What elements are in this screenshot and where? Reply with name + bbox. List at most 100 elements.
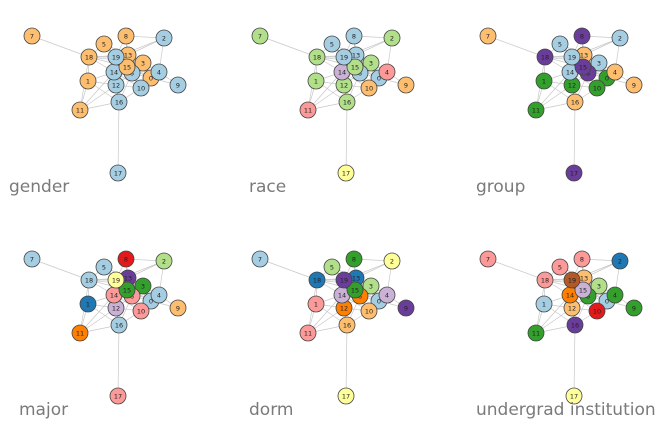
node-label: 19 bbox=[568, 53, 576, 61]
node-circle bbox=[323, 35, 341, 53]
node-label: 3 bbox=[597, 282, 601, 290]
node-label: 12 bbox=[340, 304, 348, 312]
node-circle bbox=[590, 277, 608, 295]
graph-node: 11 bbox=[527, 101, 545, 119]
graph-node: 19 bbox=[107, 271, 125, 289]
node-label: 8 bbox=[352, 32, 356, 40]
graph-node: 3 bbox=[134, 54, 152, 72]
node-label: 8 bbox=[124, 255, 128, 263]
graph-node: 1 bbox=[535, 295, 553, 313]
graph-node: 10 bbox=[360, 79, 378, 97]
graph-node: 2 bbox=[155, 29, 173, 47]
graph-node: 8 bbox=[573, 250, 591, 268]
node-circle bbox=[118, 58, 136, 76]
node-circle bbox=[573, 27, 591, 45]
node-circle bbox=[563, 271, 581, 289]
graph-edge bbox=[117, 101, 120, 174]
node-label: 10 bbox=[137, 307, 145, 315]
node-label: 11 bbox=[304, 329, 312, 337]
graph-node: 18 bbox=[308, 271, 326, 289]
node-label: 5 bbox=[102, 40, 106, 48]
graph-node: 2 bbox=[155, 252, 173, 270]
graph-edge bbox=[79, 71, 115, 111]
node-circle bbox=[574, 281, 592, 299]
node-label: 5 bbox=[558, 263, 562, 271]
node-label: 14 bbox=[566, 291, 574, 299]
graph-node: 7 bbox=[23, 250, 41, 268]
graph-node: 4 bbox=[150, 286, 168, 304]
node-label: 12 bbox=[340, 81, 348, 89]
node-circle bbox=[565, 164, 583, 182]
node-label: 13 bbox=[580, 51, 588, 59]
node-label: 11 bbox=[76, 106, 84, 114]
node-label: 16 bbox=[343, 321, 351, 329]
edge-layer bbox=[31, 35, 179, 174]
graph-node: 17 bbox=[565, 387, 583, 405]
node-circle bbox=[611, 29, 629, 47]
node-label: 2 bbox=[618, 257, 622, 265]
node-circle bbox=[107, 48, 125, 66]
network-panel: 012345678910111213141516171819 bbox=[23, 27, 187, 182]
node-label: 1 bbox=[542, 77, 546, 85]
graph-node: 5 bbox=[95, 35, 113, 53]
graph-node: 16 bbox=[338, 93, 356, 111]
graph-node: 18 bbox=[308, 48, 326, 66]
node-circle bbox=[307, 72, 325, 90]
graph-node: 3 bbox=[362, 54, 380, 72]
node-label: 7 bbox=[30, 32, 34, 40]
node-circle bbox=[150, 286, 168, 304]
graph-node: 1 bbox=[307, 295, 325, 313]
panel-title-group: group bbox=[476, 177, 526, 197]
graph-node: 9 bbox=[625, 299, 643, 317]
node-label: 15 bbox=[579, 63, 587, 71]
node-label: 5 bbox=[558, 40, 562, 48]
node-circle bbox=[71, 101, 89, 119]
graph-node: 15 bbox=[346, 281, 364, 299]
node-circle bbox=[590, 54, 608, 72]
graph-node: 10 bbox=[132, 79, 150, 97]
node-circle bbox=[150, 63, 168, 81]
node-label: 2 bbox=[390, 34, 394, 42]
node-label: 19 bbox=[340, 276, 348, 284]
node-circle bbox=[625, 299, 643, 317]
graph-node: 17 bbox=[565, 164, 583, 182]
graph-node: 4 bbox=[606, 63, 624, 81]
node-label: 12 bbox=[112, 81, 120, 89]
node-label: 1 bbox=[314, 300, 318, 308]
node-label: 18 bbox=[541, 276, 549, 284]
graph-node: 8 bbox=[117, 27, 135, 45]
node-label: 0 bbox=[149, 297, 153, 305]
graph-edge bbox=[345, 324, 348, 397]
graph-node: 8 bbox=[117, 250, 135, 268]
node-circle bbox=[383, 29, 401, 47]
node-circle bbox=[251, 27, 269, 45]
node-label: 9 bbox=[404, 81, 408, 89]
graph-node: 19 bbox=[335, 271, 353, 289]
edge-layer bbox=[31, 258, 179, 397]
graph-node: 10 bbox=[588, 302, 606, 320]
edge-layer bbox=[259, 258, 407, 397]
node-circle bbox=[251, 250, 269, 268]
node-circle bbox=[80, 271, 98, 289]
node-circle bbox=[345, 27, 363, 45]
graph-node: 4 bbox=[378, 63, 396, 81]
graph-node: 18 bbox=[536, 48, 554, 66]
node-label: 7 bbox=[486, 255, 490, 263]
panel-title-gender: gender bbox=[9, 177, 70, 197]
node-circle bbox=[308, 271, 326, 289]
node-label: 14 bbox=[338, 291, 346, 299]
node-label: 11 bbox=[76, 329, 84, 337]
graph-node: 11 bbox=[71, 101, 89, 119]
graph-node: 2 bbox=[383, 29, 401, 47]
graph-edge bbox=[31, 258, 90, 281]
graph-node: 7 bbox=[251, 250, 269, 268]
network-panel: 012345678910111213141516171819 bbox=[251, 250, 415, 405]
graph-node: 7 bbox=[479, 250, 497, 268]
graph-node: 10 bbox=[132, 302, 150, 320]
node-label: 2 bbox=[162, 257, 166, 265]
graph-node: 19 bbox=[563, 271, 581, 289]
graph-node: 5 bbox=[323, 258, 341, 276]
node-circle bbox=[551, 35, 569, 53]
graph-node: 9 bbox=[169, 299, 187, 317]
node-label: 13 bbox=[580, 274, 588, 282]
